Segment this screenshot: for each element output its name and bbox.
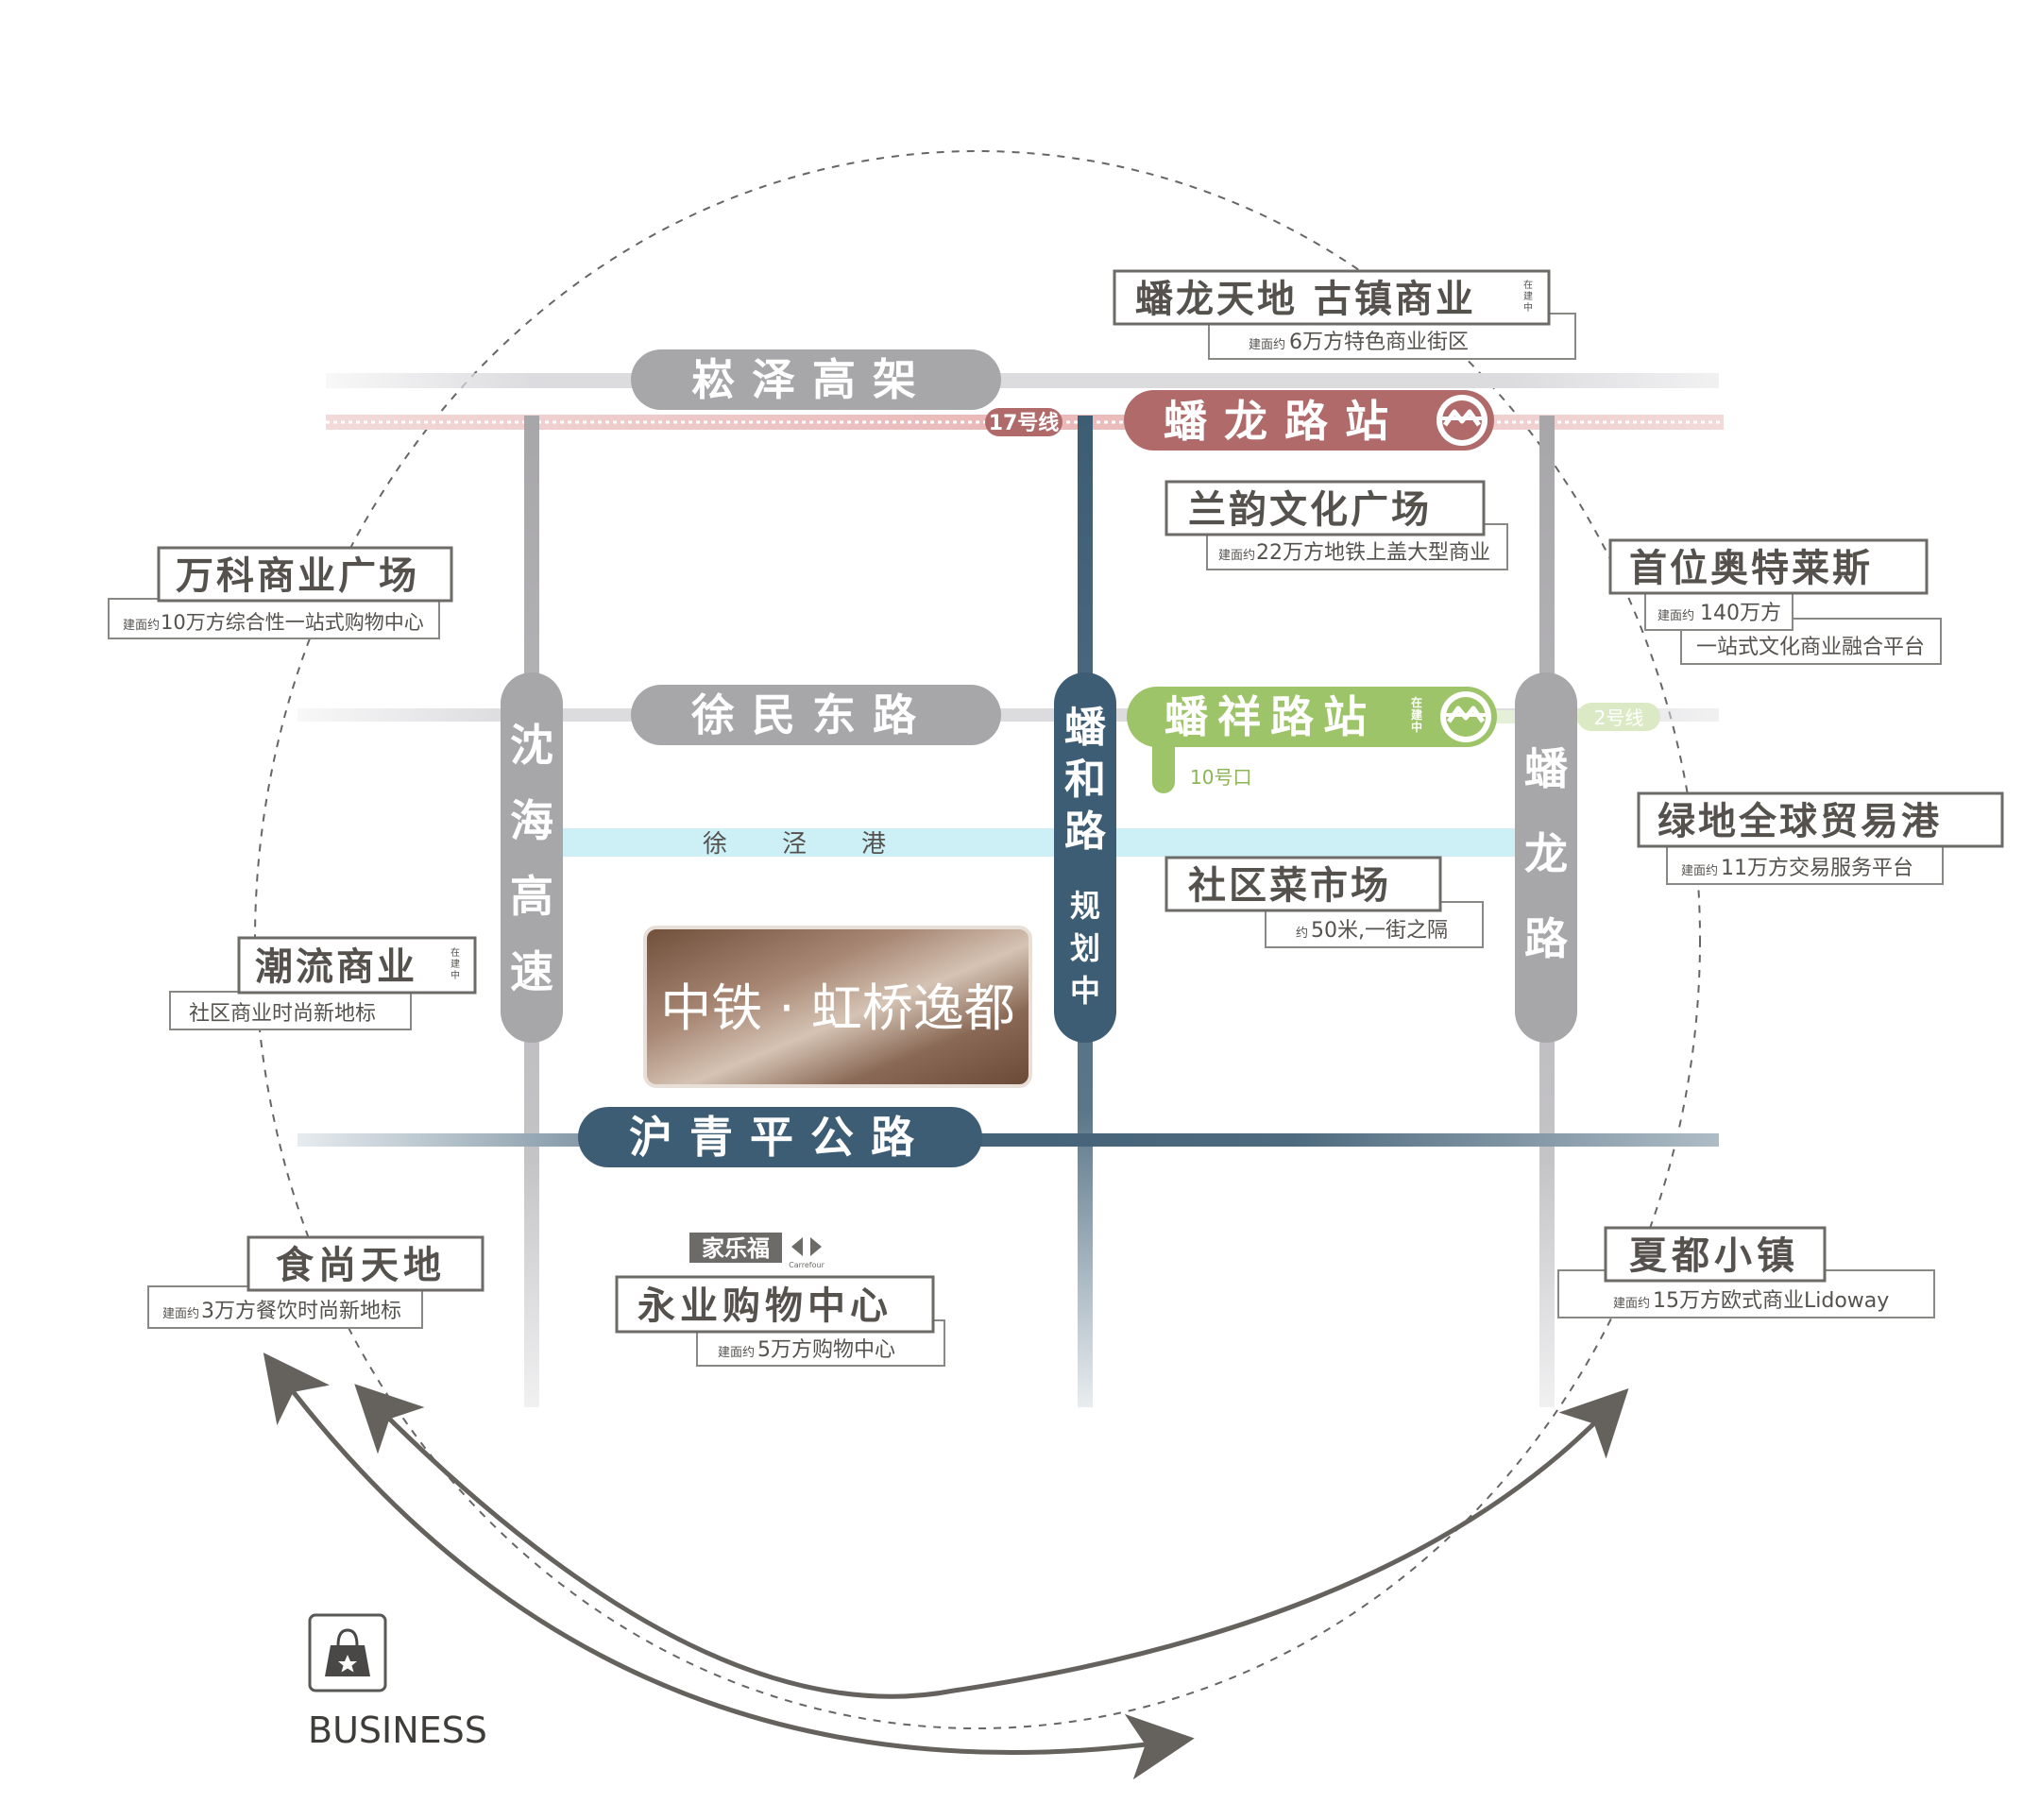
poi-title: 绿地全球贸易港 [1658, 800, 1942, 843]
panhe-label: 蟠和路 [1064, 704, 1107, 856]
panhe-road-pill: 蟠和路 规划中 [1054, 672, 1116, 1043]
legend-business: BUSINESS [308, 1613, 487, 1751]
poi-note: 3万方餐饮时尚新地标 [201, 1300, 401, 1323]
poi-note-prefix: 建面约 [1613, 1297, 1650, 1311]
shenhai-label: 沈海高速 [510, 720, 553, 997]
panlong-road-pill: 蟠龙路 [1515, 672, 1577, 1043]
poi-title: 永业购物中心 [638, 1284, 892, 1328]
line2-tag: 2号线 [1577, 703, 1660, 731]
river-label: 徐泾港 [703, 830, 941, 859]
poi-note-prefix: 建面约 [1249, 338, 1285, 352]
shenhai-road-pill: 沈海高速 [501, 672, 563, 1043]
poi-note: 11万方交易服务平台 [1721, 857, 1913, 880]
poi-note-prefix: 建面约 [1658, 609, 1694, 623]
huqing-road-pill: 沪青平公路 [578, 1107, 982, 1167]
carrefour-logo-icon: 家乐福 Carrefour [689, 1233, 825, 1269]
brand-name: 家乐福 [702, 1235, 770, 1262]
poi-note-prefix: 约 [1296, 927, 1308, 941]
shopping-bag-icon [308, 1613, 387, 1692]
poi-title: 兰韵文化广场 [1188, 488, 1432, 532]
poi-note-prefix: 建面约 [1681, 864, 1718, 878]
project-block: 中铁 · 虹桥逸都 [643, 926, 1032, 1088]
poi-title: 夏都小镇 [1629, 1234, 1799, 1278]
poi-note: 22万方地铁上盖大型商业 [1256, 541, 1490, 565]
huqing-label: 沪青平公路 [629, 1112, 931, 1163]
exit10-label: 10号口 [1190, 766, 1251, 789]
poi-title: 食尚天地 [276, 1244, 446, 1287]
poi-title: 万科商业广场 [176, 554, 419, 598]
poi-wanke: 建面约 10万方综合性一站式购物中心 万科商业广场 [108, 546, 453, 639]
poi-note-prefix: 建面约 [123, 619, 160, 633]
arrow-outer [263, 1352, 1195, 1780]
poi-note2: 一站式文化商业融合平台 [1696, 636, 1925, 659]
poi-note: 140万方 [1700, 602, 1781, 625]
poi-shequ: 约 50米,一街之隔 社区菜市场 [1164, 856, 1484, 948]
songze-label: 崧泽高架 [691, 354, 933, 405]
metro-logo-icon [1436, 395, 1488, 446]
poi-note-prefix: 建面约 [1218, 549, 1255, 563]
poi-note: 15万方欧式商业Lidoway [1653, 1289, 1889, 1313]
poi-note: 6万方特色商业街区 [1289, 331, 1469, 354]
panhe-status-label: 规划中 [1070, 888, 1100, 1009]
huqing-road-line [298, 1133, 1719, 1147]
poi-yongye: 家乐福 Carrefour 建面约 5万方购物中心 永业购物中心 [615, 1233, 945, 1367]
xumin-road-pill: 徐民东路 [631, 685, 1001, 745]
poi-title: 潮流商业 [255, 945, 417, 989]
project-name: 中铁 · 虹桥逸都 [660, 978, 1015, 1038]
panlong-station: 蟠龙路站 [1124, 390, 1494, 451]
poi-note: 社区商业时尚新地标 [189, 1002, 376, 1026]
poi-panlong-tiandi: 建面约 6万方特色商业街区 蟠龙天地 古镇商业 在建中 [1113, 269, 1576, 360]
poi-shouwei: 一站式文化商业融合平台 建面约 140万方 首位奥特莱斯 [1608, 538, 1942, 665]
xujing-river [562, 828, 1521, 857]
poi-chaoliu: 社区商业时尚新地标 潮流商业 在建中 [169, 936, 477, 1030]
poi-note: 50米,一街之隔 [1311, 919, 1448, 943]
panxiang-station-label: 蟠祥路站 [1164, 691, 1376, 742]
line17-tag: 17号线 [985, 408, 1062, 436]
metro-logo-icon [1440, 691, 1491, 742]
songze-road-pill: 崧泽高架 [631, 349, 1001, 410]
panlong-station-label: 蟠龙路站 [1164, 396, 1405, 447]
poi-tag: 在建中 [1523, 280, 1533, 314]
xumin-label: 徐民东路 [690, 689, 933, 740]
poi-lanyun: 建面约 22万方地铁上盖大型商业 兰韵文化广场 [1164, 480, 1508, 570]
poi-title: 社区菜市场 [1188, 864, 1391, 908]
line17-label: 17号线 [989, 411, 1060, 435]
panxiang-station: 蟠祥路站 在建中 10号口 [1127, 687, 1497, 793]
poi-tag: 在建中 [450, 947, 460, 981]
line2-label: 2号线 [1594, 706, 1644, 729]
poi-note-prefix: 建面约 [162, 1307, 199, 1321]
legend-label: BUSINESS [308, 1709, 487, 1751]
arrow-inner [354, 1384, 1629, 1699]
brand-en: Carrefour [789, 1261, 824, 1269]
poi-shishang: 建面约 3万方餐饮时尚新地标 食尚天地 [147, 1235, 484, 1329]
poi-lvdi: 建面约 11万方交易服务平台 绿地全球贸易港 [1637, 791, 2004, 885]
poi-note: 5万方购物中心 [757, 1338, 895, 1362]
poi-xiadu: 建面约 15万方欧式商业Lidoway 夏都小镇 [1557, 1226, 1935, 1318]
panlong-label: 蟠龙路 [1524, 743, 1569, 964]
poi-note: 10万方综合性一站式购物中心 [161, 611, 424, 634]
panxiang-status: 在建中 [1410, 695, 1423, 734]
songze-road-line [326, 373, 1719, 388]
poi-note-prefix: 建面约 [718, 1346, 755, 1360]
poi-title: 蟠龙天地 古镇商业 [1135, 278, 1476, 321]
poi-title: 首位奥特莱斯 [1629, 547, 1873, 590]
